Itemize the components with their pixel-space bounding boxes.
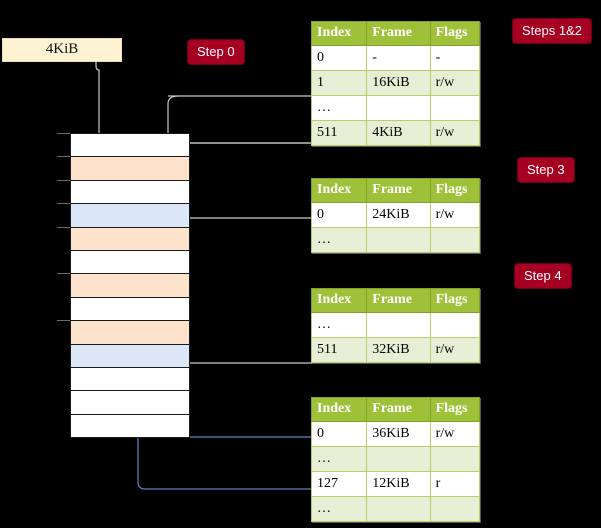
table-row: 0--: [310, 45, 481, 71]
table-cell-flags: r: [429, 471, 481, 497]
memory-frame-row: [70, 390, 190, 415]
memory-frame-row: [70, 273, 190, 298]
table-cell-frame: 12KiB: [366, 471, 431, 497]
memory-frame-row: [70, 296, 190, 322]
table-cell-index: 511: [310, 337, 368, 363]
table-cell-index: 0: [310, 45, 368, 71]
column-header-index: Index: [310, 397, 368, 422]
memory-row-tick: [57, 203, 70, 205]
physical-memory-grid: [57, 133, 190, 439]
table-cell-flags: [429, 312, 481, 338]
table-cell-flags: r/w: [429, 120, 481, 146]
column-header-flags: Flags: [429, 288, 481, 313]
table-cell-frame: 24KiB: [366, 202, 431, 228]
memory-row-tick: [57, 273, 70, 275]
memory-row-tick: [57, 226, 70, 228]
table-cell-frame: [366, 446, 431, 472]
memory-frame-row: [70, 179, 190, 205]
table-cell-frame: [366, 95, 431, 121]
table-cell-frame: 16KiB: [366, 70, 431, 96]
column-header-index: Index: [310, 288, 368, 313]
badge-steps-1-2: Steps 1&2: [513, 19, 591, 43]
table-cell-index: 0: [310, 421, 368, 447]
column-header-index: Index: [310, 21, 368, 46]
table-cell-flags: [429, 227, 481, 253]
table-row: …: [310, 95, 481, 121]
memory-frame-row: [70, 156, 190, 181]
table-cell-flags: r/w: [429, 202, 481, 228]
table-cell-index: …: [310, 312, 368, 338]
table-cell-frame: 4KiB: [366, 120, 431, 146]
memory-frame-row: [70, 203, 190, 228]
column-header-index: Index: [310, 178, 368, 203]
column-header-flags: Flags: [429, 21, 481, 46]
table-cell-index: 0: [310, 202, 368, 228]
column-header-frame: Frame: [366, 21, 431, 46]
source-frame-label: 4KiB: [45, 41, 79, 57]
table-cell-frame: [366, 227, 431, 253]
badge-step-0: Step 0: [188, 40, 244, 64]
table-row: …: [310, 227, 481, 253]
column-header-flags: Flags: [429, 397, 481, 422]
table-cell-flags: r/w: [429, 337, 481, 363]
memory-row-tick: [57, 133, 70, 134]
table-cell-index: 1: [310, 70, 368, 96]
column-header-frame: Frame: [366, 178, 431, 203]
table-cell-frame: 32KiB: [366, 337, 431, 363]
memory-row-tick: [57, 179, 70, 181]
table-cell-frame: [366, 312, 431, 338]
table-cell-index: …: [310, 446, 368, 472]
source-frame-box: 4KiB: [2, 38, 122, 62]
table-cell-index: …: [310, 95, 368, 121]
badge-step-3: Step 3: [518, 158, 574, 182]
table-cell-frame: -: [366, 45, 431, 71]
table-cell-index: 511: [310, 120, 368, 146]
memory-frame-row: [70, 226, 190, 251]
table-cell-flags: [429, 446, 481, 472]
column-header-flags: Flags: [429, 178, 481, 203]
table-cell-flags: r/w: [429, 70, 481, 96]
table-cell-index: …: [310, 227, 368, 253]
table-cell-flags: [429, 496, 481, 522]
table-cell-flags: r/w: [429, 421, 481, 447]
table-cell-frame: 36KiB: [366, 421, 431, 447]
memory-frame-row: [70, 343, 190, 368]
table-cell-flags: [429, 95, 481, 121]
memory-frame-row: [70, 133, 190, 158]
memory-frame-row: [70, 367, 190, 392]
table-row: …: [310, 496, 481, 522]
memory-frame-row: [70, 413, 190, 439]
table-cell-frame: [366, 496, 431, 522]
table-cell-flags: -: [429, 45, 481, 71]
memory-row-tick: [57, 156, 70, 158]
table-cell-index: …: [310, 496, 368, 522]
column-header-frame: Frame: [366, 397, 431, 422]
memory-frame-row: [70, 320, 190, 345]
table-cell-index: 127: [310, 471, 368, 497]
column-header-frame: Frame: [366, 288, 431, 313]
table-row: …: [310, 446, 481, 472]
memory-frame-row: [70, 250, 190, 275]
table-row: …: [310, 312, 481, 338]
memory-row-tick: [57, 320, 70, 322]
badge-step-4: Step 4: [515, 264, 571, 288]
